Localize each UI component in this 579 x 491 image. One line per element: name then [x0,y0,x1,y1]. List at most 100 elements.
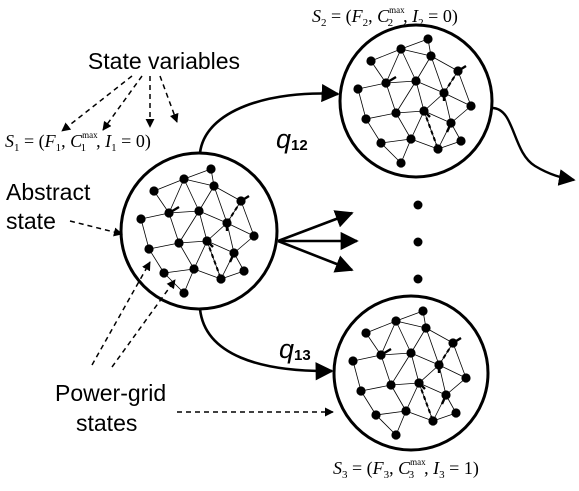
grid-bus-node [401,406,411,416]
grid-line [410,327,427,354]
grid-line [375,414,397,436]
grid-bus-node [149,186,159,196]
grid-line [357,82,387,90]
grid-generator-stub [445,122,453,133]
grid-line [206,240,235,254]
grid-bus-node [206,164,216,174]
transition-arrow-s2-outgoing [491,106,576,186]
grid-line [400,38,429,50]
grid-generator-stub [457,64,467,73]
grid-bus-node [433,144,443,154]
grid-bus-node [209,181,219,191]
state-variables-pointer-4 [159,75,179,123]
grid-bus-node [456,136,466,146]
transition-arrow-s1-to-s2 [198,83,340,154]
grid-bus-node [353,84,363,94]
grid-bus-node [174,238,184,248]
grid-line [430,55,459,72]
grid-line [418,382,434,422]
grid-bus-node [361,328,371,338]
grid-bus-node [159,268,169,278]
abstract-state-label-line2: state [6,208,56,234]
grid-line [380,138,412,144]
grid-bus-node [194,206,204,216]
grid-generator-stub [380,347,392,357]
grid-bus-node [386,380,396,390]
grid-bus-node [391,316,401,326]
grid-line [183,178,200,212]
grid-line [418,382,447,396]
grid-line [198,185,215,212]
power-grid-pointer-2 [111,279,176,368]
grid-line [352,354,382,362]
grid-line [410,352,440,366]
grid-line [415,80,445,94]
grid-bus-node [451,408,461,418]
power-grid-network-s1 [136,164,259,298]
grid-line [380,354,392,386]
grid-line [410,110,425,140]
grid-bus-node [366,56,376,66]
grid-line [140,212,170,220]
grid-bus-node [391,430,401,440]
grid-bus-node [406,348,416,358]
power-grid-pointer-1 [91,261,151,366]
grid-line [168,178,185,214]
grid-line [457,70,472,107]
grid-line [385,48,402,84]
grid-line [395,80,417,114]
grid-line [198,210,228,224]
grid-bus-node [144,244,154,254]
grid-line [365,118,382,144]
grid-generator-stub [440,394,448,405]
grid-bus-node [428,416,438,426]
grid-line [183,168,212,180]
grid-bus-node [136,214,146,224]
grid-bus-node [406,134,416,144]
grid-line [375,410,407,416]
ellipsis-dot [413,200,423,210]
grid-generator-stub [418,382,426,390]
grid-line [168,210,200,214]
grid-line [400,48,432,57]
grid-line [153,178,185,192]
abstract-state-pointer [69,220,123,237]
grid-line [148,248,165,274]
ellipsis-dot [413,237,423,247]
grid-line [395,310,424,322]
grid-line [425,327,440,366]
grid-bus-node [411,76,421,86]
grid-line [352,360,362,392]
grid-line [385,80,417,84]
grid-line [395,112,412,140]
grid-generator-stub [228,252,236,263]
grid-bus-node [423,34,433,44]
grid-line [395,110,425,114]
grid-line [226,222,255,237]
grid-bus-node [189,264,199,274]
grid-line [168,212,180,244]
grid-line [178,242,195,270]
grid-line [213,185,228,224]
grid-line [178,210,200,244]
grid-line [385,82,397,114]
power-grid-network-s3 [348,306,471,440]
transition-rate-q12: q12 [276,124,308,154]
power-grid-states-label-line1: Power-grid [55,380,166,406]
grid-line [415,80,425,112]
grid-line [405,410,434,422]
grid-bus-node [216,274,226,284]
grid-line [423,110,452,124]
state-variables-pointer-1 [61,75,133,132]
grid-line [206,240,222,280]
grid-bus-node [249,231,259,241]
grid-line [410,352,420,384]
grid-line [395,320,412,354]
grid-line [390,382,420,386]
grid-bus-node [356,386,366,396]
grid-line [370,48,402,62]
